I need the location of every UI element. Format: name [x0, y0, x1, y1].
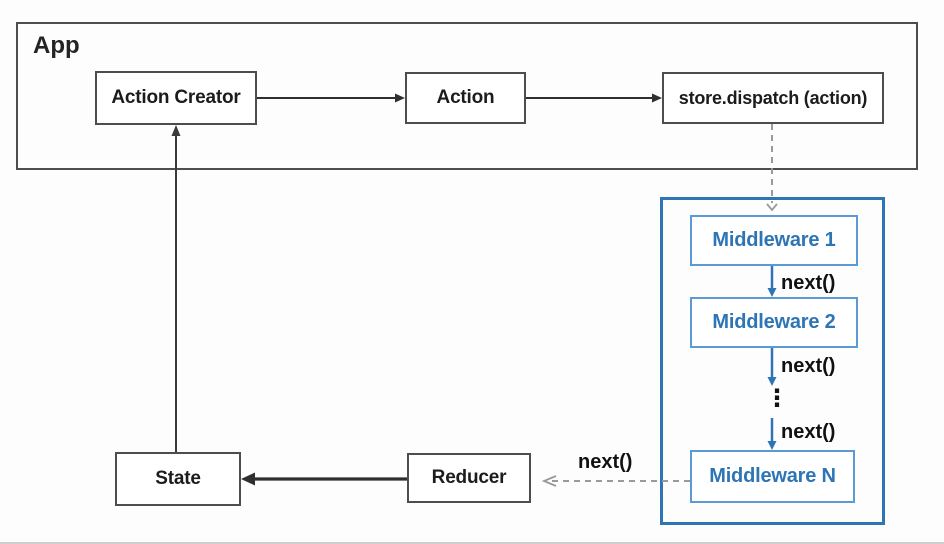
node-action: Action [405, 72, 526, 124]
frame-bottom-edge [0, 542, 944, 544]
node-middleware-n: Middleware N [690, 450, 855, 503]
edge-label-next-to-reducer: next() [578, 451, 633, 473]
app-container [16, 22, 918, 170]
arrow-state-to-action-creator [171, 125, 181, 452]
node-state: State [115, 452, 241, 506]
edge-label-next-1: next() [781, 272, 836, 294]
node-middleware-2: Middleware 2 [690, 297, 858, 348]
node-middleware-1: Middleware 1 [690, 215, 858, 266]
app-container-label: App [33, 32, 80, 59]
node-action-creator: Action Creator [95, 71, 257, 125]
node-store-dispatch: store.dispatch (action) [662, 72, 884, 124]
arrow-reducer-to-state [241, 472, 407, 486]
edge-label-next-2: next() [781, 355, 836, 377]
vertical-ellipsis: ⋮ [765, 385, 789, 412]
node-reducer: Reducer [407, 453, 531, 503]
edge-label-next-3: next() [781, 421, 836, 443]
